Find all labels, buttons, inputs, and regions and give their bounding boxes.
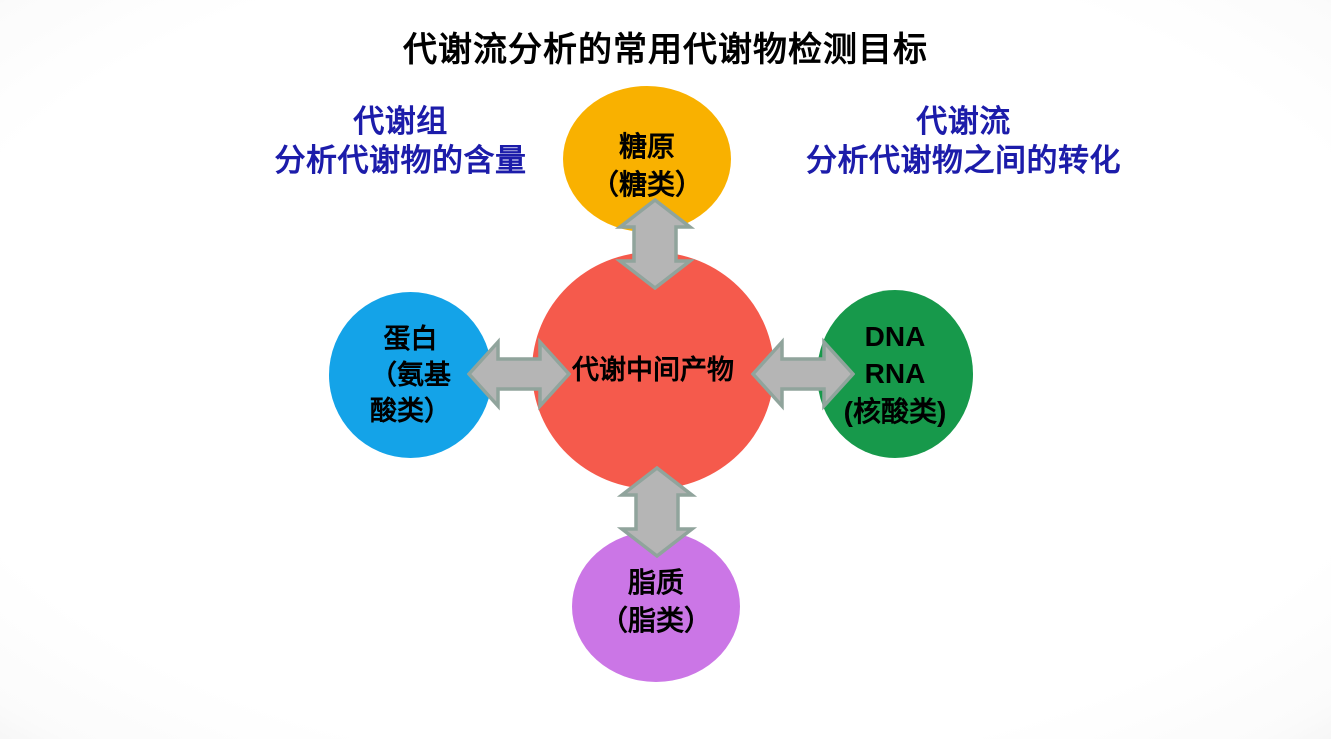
node-lipid: 脂质 （脂类）: [572, 531, 740, 682]
double-arrow-icon-bottom: [616, 466, 698, 558]
annotation-metabolome: 代谢组 分析代谢物的含量: [248, 102, 553, 180]
annotation-metabolic-flux: 代谢流 分析代谢物之间的转化: [806, 102, 1121, 180]
double-arrow-shape: [614, 198, 696, 290]
node-nucleic-acid-line2: RNA: [864, 358, 926, 390]
node-nucleic-acid-line1: DNA: [864, 320, 926, 352]
node-protein-line2: （氨基: [370, 359, 451, 390]
node-protein-line1: 蛋白: [383, 323, 438, 354]
annotation-metabolome-line2: 分析代谢物的含量: [274, 143, 527, 179]
node-glycogen-line1: 糖原: [618, 131, 675, 163]
annotation-metabolic-flux-line1: 代谢流: [916, 104, 1011, 139]
double-arrow-shape: [616, 466, 698, 558]
node-metabolic-intermediates-label: 代谢中间产物: [572, 355, 734, 386]
double-arrow-icon-top: [614, 198, 696, 290]
node-metabolic-intermediates: 代谢中间产物: [532, 252, 774, 489]
node-lipid-line2: （脂类）: [599, 604, 712, 636]
node-nucleic-acid-line3: (核酸类): [843, 395, 947, 427]
double-arrow-icon-left: [467, 337, 571, 411]
annotation-metabolome-line1: 代谢组: [353, 104, 448, 139]
double-arrow-shape: [467, 337, 571, 411]
node-glycogen-line2: （糖类）: [590, 169, 703, 200]
double-arrow-icon-right: [751, 337, 855, 411]
node-protein-line3: 酸类）: [370, 396, 451, 427]
node-protein: 蛋白 （氨基 酸类）: [329, 292, 492, 458]
double-arrow-shape: [751, 337, 855, 411]
page-title: 代谢流分析的常用代谢物检测目标: [403, 31, 928, 69]
node-lipid-line1: 脂质: [627, 566, 684, 598]
annotation-metabolic-flux-line2: 分析代谢物之间的转化: [806, 143, 1121, 179]
